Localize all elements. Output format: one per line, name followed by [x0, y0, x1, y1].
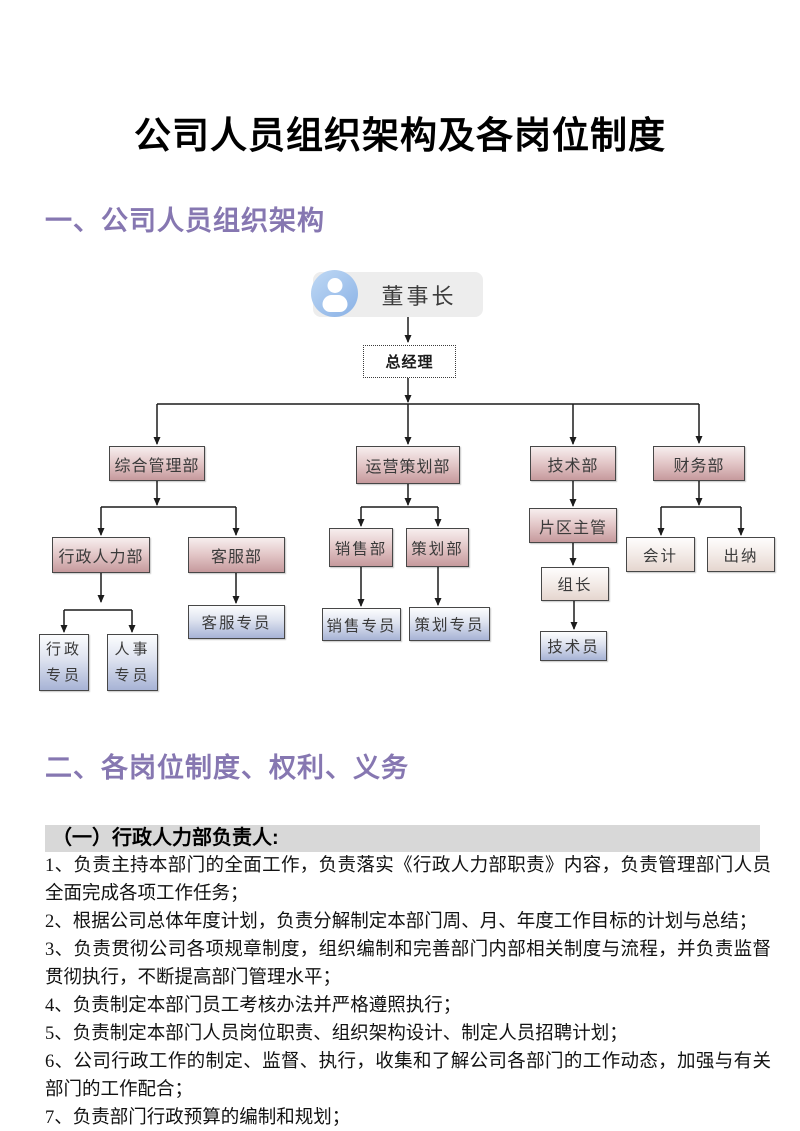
node-customer-service-dept: 客服部	[188, 537, 285, 573]
duty-item: 6、公司行政工作的制定、监督、执行，收集和了解公司各部门的工作动态，加强与有关部…	[45, 1052, 771, 1100]
person-avatar-icon	[311, 270, 358, 317]
duty-item: 1、负责主持本部门的全面工作，负责落实《行政人力部职责》内容，负责管理部门人员全…	[45, 856, 771, 904]
node-cashier: 出纳	[707, 537, 775, 572]
node-dept-operations-planning: 运营策划部	[356, 446, 460, 484]
node-admin-specialist: 行政专员	[39, 634, 89, 691]
duty-item: 2、根据公司总体年度计划，负责分解制定本部门周、月、年度工作目标的计划与总结；	[45, 912, 758, 932]
node-sales-dept: 销售部	[329, 528, 393, 567]
duty-item: 4、负责制定本部门员工考核办法并严格遵照执行；	[45, 996, 462, 1016]
node-planning-dept: 策划部	[406, 528, 469, 567]
page-title: 公司人员组织架构及各岗位制度	[134, 115, 666, 157]
duty-list: 1、负责主持本部门的全面工作，负责落实《行政人力部职责》内容，负责管理部门人员全…	[45, 852, 771, 1131]
node-area-supervisor: 片区主管	[529, 508, 617, 543]
node-admin-hr: 行政人力部	[52, 537, 150, 573]
org-chart-connectors	[60, 317, 745, 633]
chairman-label: 董事长	[381, 283, 457, 309]
node-accountant: 会计	[626, 537, 695, 572]
node-sales-specialist: 销售专员	[322, 608, 401, 641]
node-technician: 技术员	[540, 631, 607, 661]
org-chart: 董事长 总经理 综合管理部 运营策划部 技术部 财务部 行政人力部 客服部 销售…	[0, 260, 800, 705]
node-dept-comprehensive-management: 综合管理部	[109, 446, 205, 481]
node-dept-technology: 技术部	[530, 446, 616, 481]
duty-item: 3、负责贯彻公司各项规章制度，组织编制和完善部门内部相关制度与流程，并负责监督贯…	[45, 940, 771, 988]
node-dept-finance: 财务部	[653, 446, 745, 481]
node-customer-service-specialist: 客服专员	[188, 605, 285, 639]
section2-heading: 二、各岗位制度、权利、义务	[45, 753, 409, 783]
duty-item: 5、负责制定本部门人员岗位职责、组织架构设计、制定人员招聘计划；	[45, 1024, 628, 1044]
node-hr-specialist: 人事专员	[107, 634, 158, 691]
node-team-leader: 组长	[541, 567, 609, 601]
section1-heading: 一、公司人员组织架构	[45, 206, 325, 236]
subsection-title-bar: （一）行政人力部负责人:	[45, 825, 760, 852]
duty-item: 7、负责部门行政预算的编制和规划；	[45, 1108, 351, 1128]
node-general-manager: 总经理	[363, 345, 456, 378]
node-planning-specialist: 策划专员	[409, 607, 490, 641]
